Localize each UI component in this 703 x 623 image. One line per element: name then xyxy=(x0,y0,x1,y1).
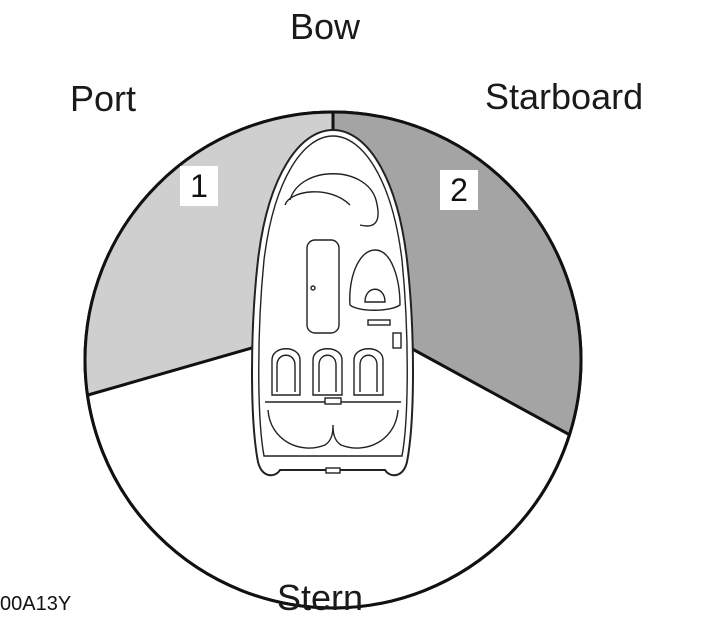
starboard-label: Starboard xyxy=(485,76,644,117)
port-divider xyxy=(87,343,263,397)
boat-illustration xyxy=(251,128,414,477)
sector-1-number: 1 xyxy=(180,166,218,206)
starboard-sector xyxy=(333,111,582,435)
stern-label: Stern xyxy=(277,577,364,618)
port-label: Port xyxy=(70,78,137,119)
sector-2-number: 2 xyxy=(440,170,478,210)
figure-code: 00A13Y xyxy=(0,593,72,615)
starboard-divider xyxy=(404,343,571,437)
bow-label: Bow xyxy=(290,6,361,47)
